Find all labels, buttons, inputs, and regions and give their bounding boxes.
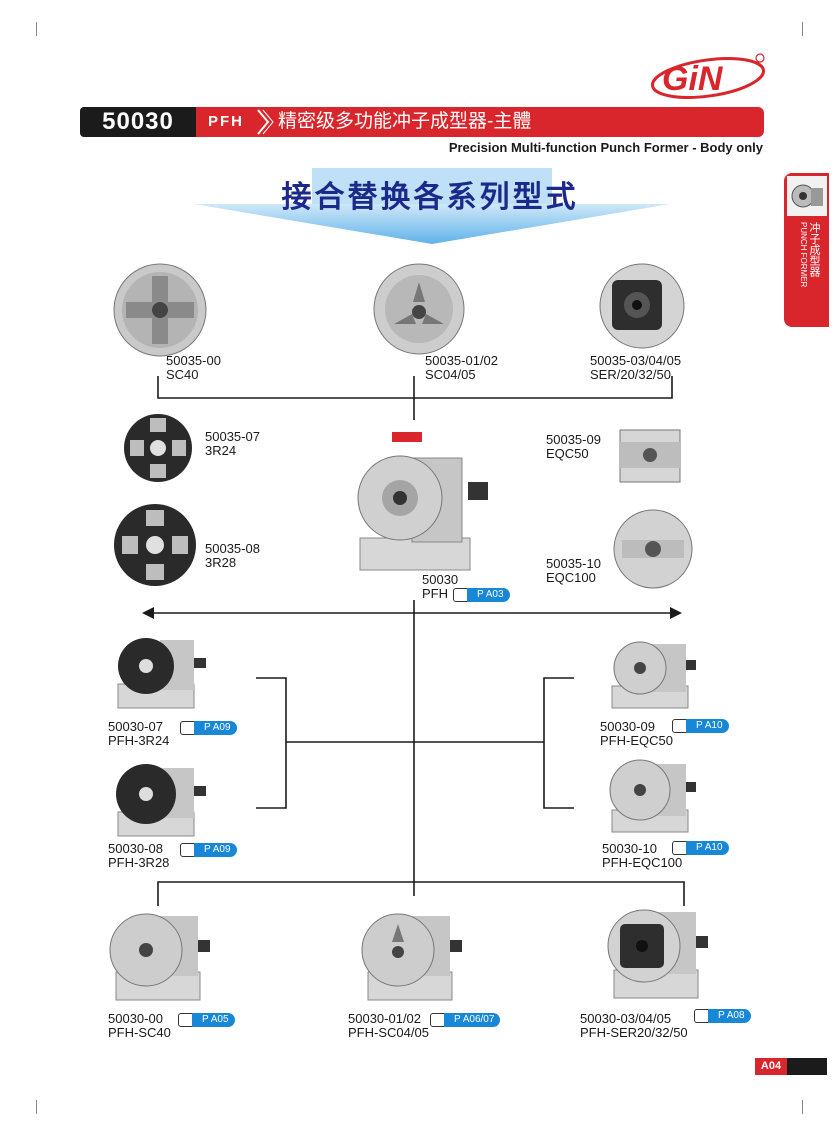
assembly-name: PFH-3R24 [108, 733, 170, 748]
3r28-adapter-image [114, 504, 196, 586]
page-ref-text: P A10 [686, 719, 729, 733]
center-label: 50030 PFH [422, 573, 458, 601]
accessory-label: 50035-09 EQC50 [546, 433, 601, 461]
pfh-body-image [357, 432, 488, 571]
assembly-code: 50030-01/02 [348, 1011, 422, 1026]
pfh-sc40-image [109, 913, 210, 1001]
page-ref-text: P A05 [192, 1013, 235, 1027]
ser-collet-chuck-image [599, 263, 685, 349]
page-ref-text: P A10 [686, 841, 729, 855]
assembly-name: PFH-SC04/05 [348, 1025, 429, 1040]
page-number: A04 [760, 1060, 782, 1072]
eqc50-adapter-image [619, 429, 681, 483]
eqc100-adapter-image [613, 509, 693, 589]
header-bar-red [190, 107, 764, 137]
accessory-code: 50035-09 [546, 432, 601, 447]
accessory-code: 50035-03/04/05 [590, 353, 682, 368]
accessory-label: 50035-10 EQC100 [546, 557, 601, 585]
page-number-bar [787, 1058, 827, 1075]
page-ref-text: P A09 [194, 843, 237, 857]
accessory-name: SER/20/32/50 [590, 367, 671, 382]
product-code: 50030 [102, 108, 174, 135]
accessory-name: EQC50 [546, 446, 589, 461]
assembly-name: PFH-3R28 [108, 855, 170, 870]
page-ref-text: P A06/07 [444, 1013, 501, 1027]
crop-mark [802, 1100, 817, 1114]
assembly-label: 50030-07 PFH-3R24 [108, 720, 169, 748]
assembly-label: 50030-10 PFH-EQC100 [602, 842, 682, 870]
assembly-name: PFH-EQC50 [600, 733, 673, 748]
assembly-code: 50030-10 [602, 841, 657, 856]
pfh-ser-image [607, 909, 708, 999]
assembly-code: 50030-03/04/05 [580, 1011, 672, 1026]
product-title-en: Precision Multi-function Punch Former - … [448, 140, 763, 155]
assembly-code: 50030-00 [108, 1011, 163, 1026]
svg-text:GiN: GiN [662, 60, 724, 98]
assembly-label: 50030-09 PFH-EQC50 [600, 720, 673, 748]
side-tab-label-en: PUNCH FORMER [799, 222, 808, 288]
pfh-eqc100-image [609, 759, 696, 833]
section-heading: 接合替换各系列型式 [281, 181, 579, 214]
assembly-label: 50030-00 PFH-SC40 [108, 1012, 171, 1040]
3r24-adapter-image [124, 414, 192, 482]
accessory-name: SC40 [166, 367, 199, 382]
sc40-chuck-image [113, 263, 207, 357]
accessory-name: 3R28 [205, 555, 237, 570]
accessory-name: SC04/05 [425, 367, 476, 382]
gin-logo: GiN [650, 53, 766, 99]
page-ref-text: P A09 [194, 721, 237, 735]
assembly-label: 50030-03/04/05 PFH-SER20/32/50 [580, 1012, 688, 1040]
center-code: 50030 [422, 572, 459, 587]
accessory-code: 50035-10 [546, 556, 601, 571]
assembly-label: 50030-01/02 PFH-SC04/05 [348, 1012, 429, 1040]
pfh-eqc50-image [611, 641, 696, 709]
pfh-3r28-image [116, 764, 206, 837]
accessory-label: 50035-03/04/05 SER/20/32/50 [590, 354, 681, 382]
punch-former-thumbnail [787, 176, 827, 216]
page-ref-text: P A08 [708, 1009, 751, 1023]
assembly-name: PFH-EQC100 [602, 855, 683, 870]
product-title-cn: 精密级多功能冲子成型器-主體 [278, 111, 532, 132]
assembly-code: 50030-08 [108, 841, 163, 856]
accessory-label: 50035-07 3R24 [205, 430, 260, 458]
crop-mark [22, 1100, 37, 1114]
center-name: PFH [422, 586, 448, 601]
chevron-right-icon [257, 109, 274, 135]
page-ref-text: P A03 [467, 588, 510, 602]
pfh-3r24-image [117, 638, 206, 709]
accessory-name: 3R24 [205, 443, 237, 458]
accessory-code: 50035-08 [205, 541, 260, 556]
accessory-code: 50035-01/02 [425, 353, 499, 368]
accessory-label: 50035-00 SC40 [166, 354, 221, 382]
side-tab-label-cn: 冲子成型器 [808, 222, 820, 277]
sc04-05-chuck-image [373, 263, 465, 355]
accessory-code: 50035-00 [166, 353, 221, 368]
accessory-name: EQC100 [546, 570, 596, 585]
assembly-code: 50030-09 [600, 719, 655, 734]
accessory-code: 50035-07 [205, 429, 260, 444]
accessory-label: 50035-08 3R28 [205, 542, 260, 570]
header-bar-black [80, 107, 196, 137]
down-arrow-banner [194, 168, 670, 244]
crop-mark [802, 22, 817, 36]
assembly-name: PFH-SC40 [108, 1025, 171, 1040]
assembly-name: PFH-SER20/32/50 [580, 1025, 688, 1040]
product-model: PFH [208, 113, 244, 130]
crop-mark [22, 22, 37, 36]
assembly-label: 50030-08 PFH-3R28 [108, 842, 169, 870]
accessory-label: 50035-01/02 SC04/05 [425, 354, 498, 382]
assembly-code: 50030-07 [108, 719, 163, 734]
pfh-sc04-05-image [361, 913, 462, 1001]
page-number-bg [755, 1058, 787, 1075]
